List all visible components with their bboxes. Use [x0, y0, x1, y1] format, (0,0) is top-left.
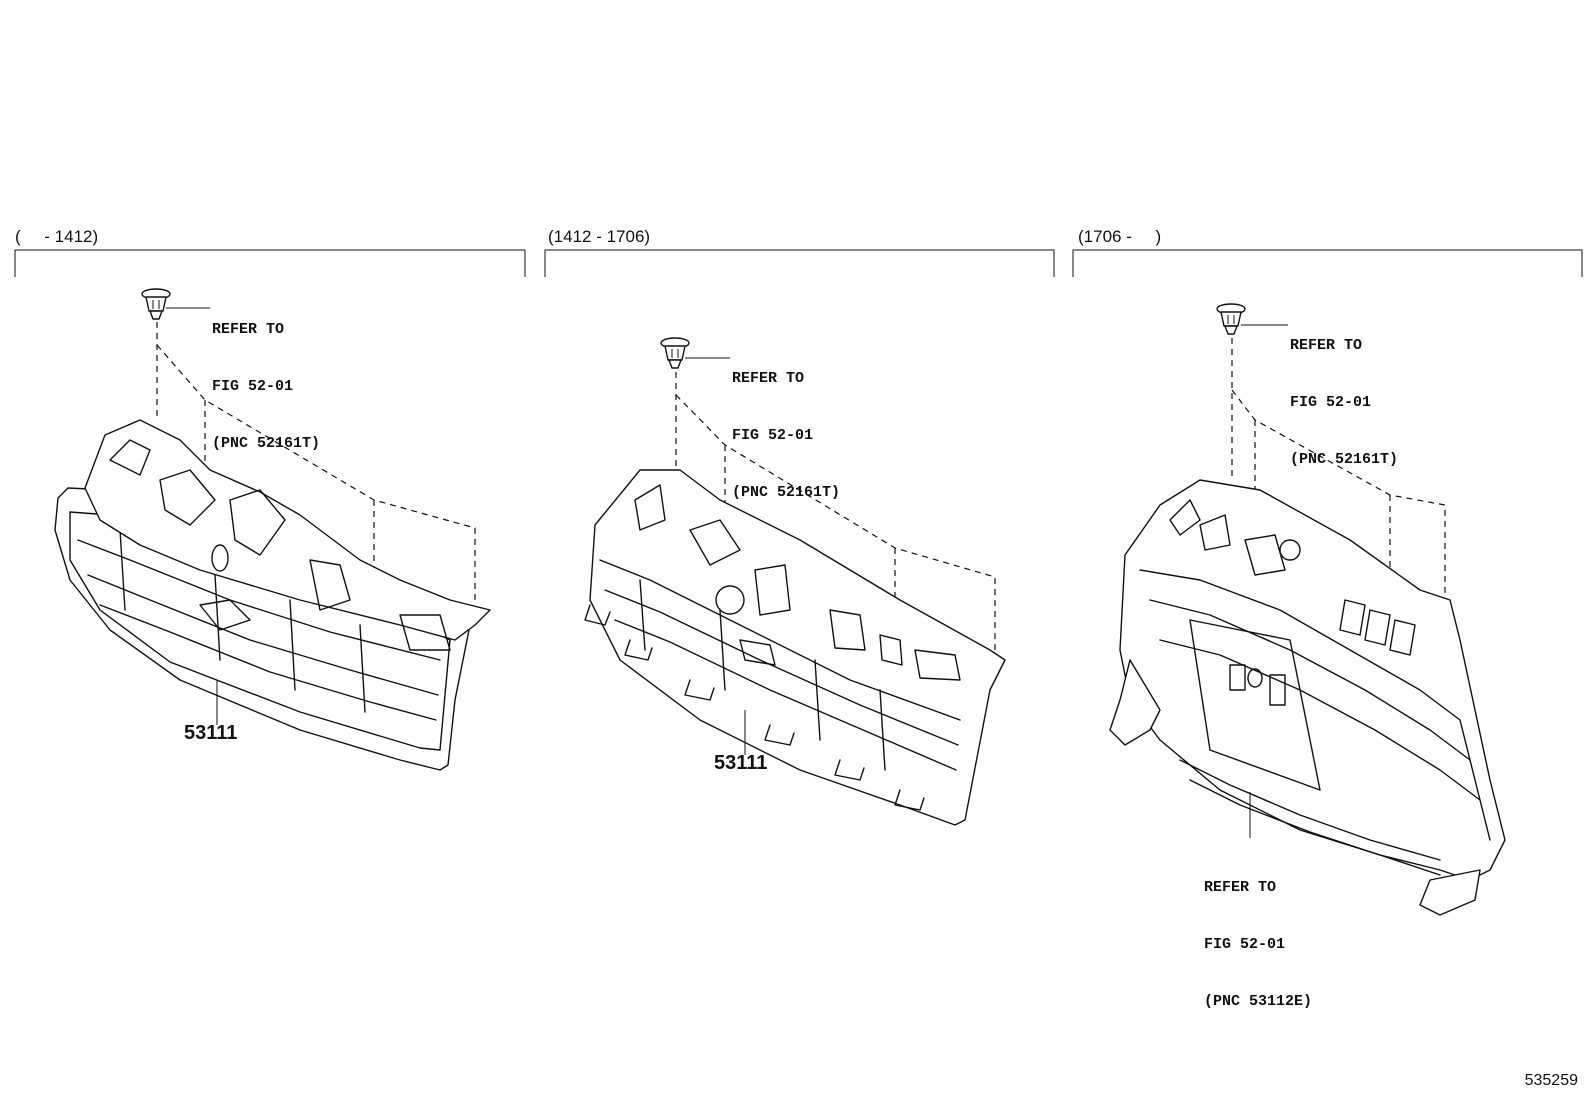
- clip-ref-line-2: FIG 52-01: [212, 378, 294, 395]
- bottom-ref-line-1: REFER TO: [1204, 879, 1277, 896]
- clip-fastener-icon: [1216, 303, 1246, 335]
- section-3-range-label: (1706 - ): [1078, 227, 1162, 246]
- section-bracket-1: [14, 249, 526, 277]
- section-bracket-3: [1072, 249, 1583, 277]
- clip-fastener-icon: [141, 288, 171, 320]
- drawing-id: 535259: [1524, 1072, 1578, 1089]
- section-bracket-2: [544, 249, 1055, 277]
- clip-ref-line-1: REFER TO: [1290, 337, 1363, 354]
- clip-ref-line-1: REFER TO: [732, 370, 805, 387]
- bottom-ref-line-2: FIG 52-01: [1204, 936, 1286, 953]
- section-1-range-label: ( - 1412): [15, 227, 99, 246]
- radiator-grille-icon: [584, 469, 1006, 826]
- clip-ref-line-3: (PNC 52161T): [212, 435, 321, 452]
- clip-fastener-icon: [660, 337, 690, 369]
- clip-ref-line-2: FIG 52-01: [1290, 394, 1372, 411]
- clip-ref-line-3: (PNC 52161T): [1290, 451, 1399, 468]
- bottom-ref-line-3: (PNC 53112E): [1204, 993, 1313, 1010]
- section-2-part-number: 53111: [714, 752, 768, 774]
- radiator-grille-icon: [1109, 479, 1506, 916]
- section-3-clip-reference: REFER TO FIG 52-01 (PNC 52161T): [1290, 298, 1398, 507]
- section-1-part-number: 53111: [184, 722, 238, 744]
- radiator-grille-icon: [54, 419, 491, 771]
- section-2-clip-reference: REFER TO FIG 52-01 (PNC 52161T): [732, 331, 840, 540]
- section-3-bottom-reference: REFER TO FIG 52-01 (PNC 53112E): [1204, 840, 1312, 1049]
- clip-ref-line-2: FIG 52-01: [732, 427, 814, 444]
- clip-ref-line-3: (PNC 52161T): [732, 484, 841, 501]
- section-2-range-label: (1412 - 1706): [548, 227, 651, 246]
- clip-ref-line-1: REFER TO: [212, 321, 285, 338]
- section-1-clip-reference: REFER TO FIG 52-01 (PNC 52161T): [212, 282, 320, 491]
